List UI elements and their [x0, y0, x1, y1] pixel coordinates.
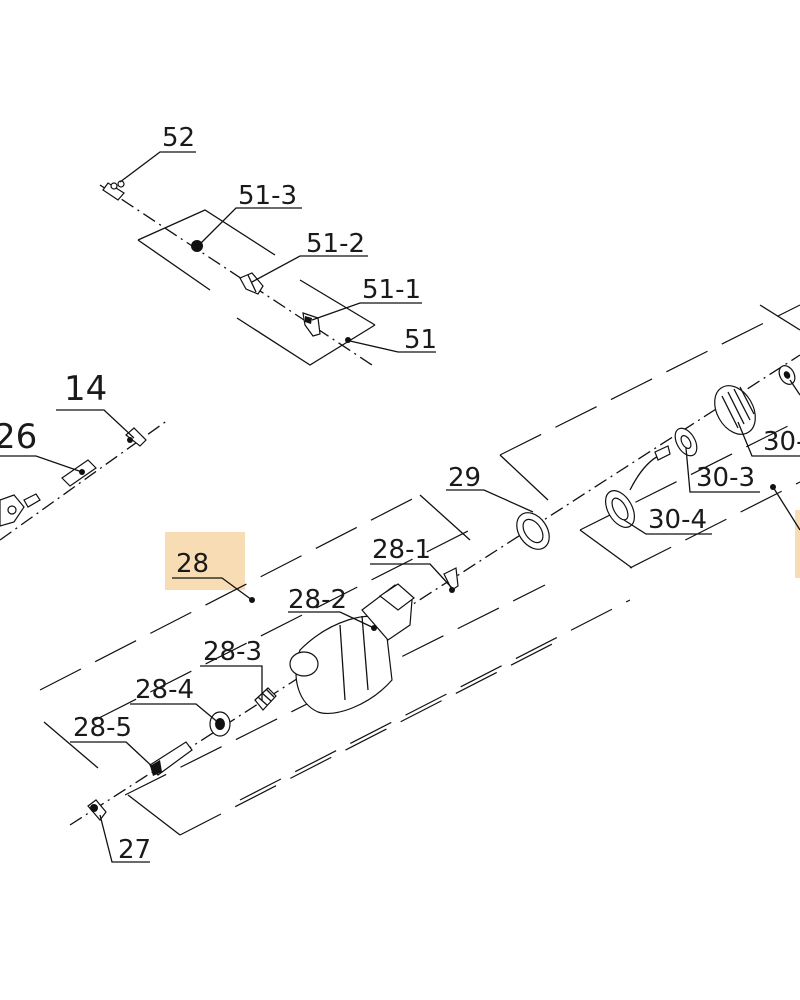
upper-assembly: 52 51-3 51-2 51-1 51 — [99, 123, 437, 366]
callout-51-3: 51-3 — [238, 181, 297, 211]
callout-30-4: 30-4 — [648, 505, 707, 535]
frame-line-2 — [124, 584, 546, 796]
upper-frame-left — [137, 239, 211, 291]
callout-28-4: 28-4 — [135, 675, 194, 705]
frame-end-29 — [499, 454, 549, 501]
frame-line-5 — [94, 529, 471, 721]
main-assembly: 28 28-1 28-2 28-3 28-4 28-5 27 29 30-3 3… — [39, 304, 800, 865]
callout-51-2: 51-2 — [306, 229, 365, 259]
leader-51-3 — [197, 207, 302, 247]
part-28-1-screw — [443, 567, 459, 593]
callout-29: 29 — [448, 463, 481, 493]
part-28-2-cup — [289, 583, 415, 714]
leader-30-3 — [685, 447, 760, 493]
leader-28 — [172, 577, 253, 601]
callout-30-3: 30-3 — [696, 463, 755, 493]
part-30-4-filter — [604, 445, 671, 528]
part-30-3-washer — [674, 427, 698, 457]
part-28-5-nozzle — [149, 741, 193, 776]
part-28-3-spring — [254, 687, 277, 711]
part-30-cap — [714, 385, 756, 435]
frame-end-30 — [579, 529, 633, 569]
part-14 — [125, 427, 147, 447]
callout-28-3: 28-3 — [203, 637, 262, 667]
leader-30-4 — [623, 519, 712, 535]
leader-51 — [349, 340, 436, 353]
leader-30 — [737, 421, 800, 457]
part-27-screw — [87, 799, 107, 821]
leader-26 — [0, 455, 83, 473]
leader-30-edge — [772, 486, 800, 531]
leader-51-2 — [251, 255, 368, 283]
leader-51-1 — [311, 302, 422, 321]
frame-end-right — [759, 304, 800, 331]
upper-frame-top — [137, 209, 276, 256]
frame-end-left — [43, 721, 99, 769]
upper-frame-right — [299, 279, 376, 326]
callout-28-5: 28-5 — [73, 713, 132, 743]
callout-28: 28 — [176, 549, 209, 579]
leader-28-2 — [288, 611, 375, 629]
callout-51-1: 51-1 — [362, 275, 421, 305]
left-partial-assembly: 14 26 — [0, 369, 169, 541]
frame-line-3 — [179, 639, 561, 836]
frame-line-1 — [39, 494, 421, 691]
callout-28-1: 28-1 — [372, 535, 431, 565]
upper-frame-bottom — [236, 317, 376, 366]
part-52-pin — [102, 180, 125, 201]
callout-28-2: 28-2 — [288, 585, 347, 615]
part-left-fitting — [0, 493, 41, 527]
callout-28-highlight — [165, 532, 245, 590]
leader-29 — [446, 489, 534, 513]
callout-edge-highlight — [795, 510, 800, 578]
part-51-1-lever — [302, 312, 321, 337]
upper-axis — [99, 184, 373, 366]
leader-28-3 — [200, 665, 263, 700]
part-30-small-washer — [778, 365, 796, 385]
callout-52: 52 — [162, 123, 195, 153]
callout-30-cut: 30- — [763, 427, 800, 457]
leader-30-small — [789, 379, 800, 396]
callout-27: 27 — [118, 835, 151, 865]
leader-28-4 — [130, 703, 221, 725]
part-51-point — [345, 337, 351, 343]
callout-26: 26 — [0, 417, 37, 457]
leader-52 — [119, 151, 196, 183]
part-51-3-ball — [191, 240, 203, 252]
leader-27 — [99, 814, 150, 863]
left-axis — [0, 419, 169, 541]
frame-line-8 — [629, 481, 800, 569]
frame-line-6 — [499, 304, 800, 456]
frame-line-4 — [239, 599, 631, 801]
part-26-tube — [61, 459, 97, 487]
leader-28-5 — [70, 741, 157, 771]
frame-end-bottom — [127, 794, 181, 836]
leader-14 — [56, 409, 135, 439]
leader-28-1 — [370, 563, 453, 589]
callout-14: 14 — [64, 369, 107, 409]
frame-end-mid — [419, 494, 471, 541]
part-51-2-valve — [239, 272, 264, 295]
part-29-ring — [516, 512, 550, 550]
callout-51: 51 — [404, 325, 437, 355]
